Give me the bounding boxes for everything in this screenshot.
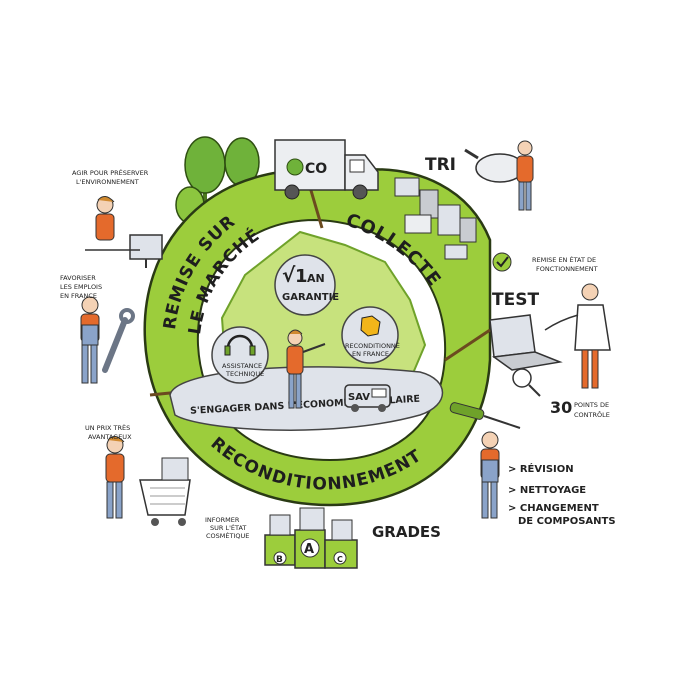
revision-item: > RÉVISION	[508, 462, 574, 475]
grade-a: A	[304, 542, 314, 557]
france-map-icon	[360, 315, 381, 337]
points-line2: CONTRÔLE	[574, 410, 610, 419]
grades-note-line2: SUR L'ÉTAT	[210, 523, 246, 532]
tri-person	[464, 140, 534, 211]
headset-icon	[226, 334, 254, 349]
env-line2: L'ENVIRONNEMENT	[76, 178, 139, 186]
garantie-number: 1	[295, 266, 308, 287]
shopper-person	[105, 436, 191, 526]
grades-boxes: A B C	[264, 507, 358, 569]
truck-logo: CO	[305, 161, 327, 177]
screwdriver-icon	[449, 402, 521, 429]
price-line2: AVANTAGEUX	[88, 433, 132, 441]
test-label: TEST	[492, 290, 539, 310]
assistance-line1: ASSISTANCE	[222, 362, 262, 370]
test-check-icon	[492, 252, 512, 272]
grade-b: B	[276, 555, 283, 565]
worker-person	[80, 296, 135, 384]
doctor-person	[544, 283, 611, 389]
cart-icon	[139, 479, 191, 516]
check-icon: √	[282, 263, 296, 287]
assistance-badge: ASSISTANCE TECHNIQUE	[211, 326, 269, 384]
jobs-line3: EN FRANCE	[60, 292, 97, 300]
tri-label: TRI	[425, 155, 456, 175]
eco-truck: CO	[274, 139, 379, 200]
trees	[175, 136, 260, 224]
jobs-line1: FAVORISER	[60, 274, 96, 282]
sav-label: SAV	[348, 392, 370, 403]
grade-c: C	[337, 555, 343, 564]
garantie-unit: AN	[307, 272, 325, 285]
env-line1: AGIR POUR PRÉSERVER	[72, 168, 149, 177]
test-note-line1: REMISE EN ÉTAT DE	[532, 255, 596, 264]
france-line1: RECONDITIONNÉ	[345, 341, 400, 350]
jobs-line2: LES EMPLOIS	[60, 283, 102, 291]
points-line1: POINTS DE	[574, 401, 609, 409]
leaf-icon	[286, 158, 304, 176]
sav-van: SAV	[344, 384, 391, 412]
grades-note-line3: COSMÉTIQUE	[206, 531, 249, 540]
france-line2: EN FRANCE	[352, 350, 389, 358]
grades-note-line1: INFORMER	[205, 516, 240, 524]
test-laptop	[489, 314, 563, 397]
nettoyage-item: > NETTOYAGE	[508, 485, 586, 496]
tri-computers	[394, 177, 477, 260]
env-person	[85, 196, 163, 268]
france-badge: RECONDITIONNÉ EN FRANCE	[341, 306, 400, 364]
price-line1: UN PRIX TRÈS	[85, 423, 130, 432]
garantie-badge: √ 1 AN GARANTIE	[274, 254, 339, 316]
central-person	[286, 329, 326, 409]
wrench-icon	[102, 317, 128, 373]
changement-line1: > CHANGEMENT	[508, 503, 599, 514]
points-number: 30	[550, 398, 572, 417]
test-note-line2: FONCTIONNEMENT	[536, 265, 598, 273]
technician-person	[480, 431, 500, 519]
monitor-icon	[129, 234, 163, 260]
grades-label: GRADES	[372, 523, 441, 541]
changement-line2: DE COMPOSANTS	[518, 516, 616, 527]
garantie-label: GARANTIE	[282, 292, 339, 303]
assistance-line2: TECHNIQUE	[225, 370, 264, 378]
